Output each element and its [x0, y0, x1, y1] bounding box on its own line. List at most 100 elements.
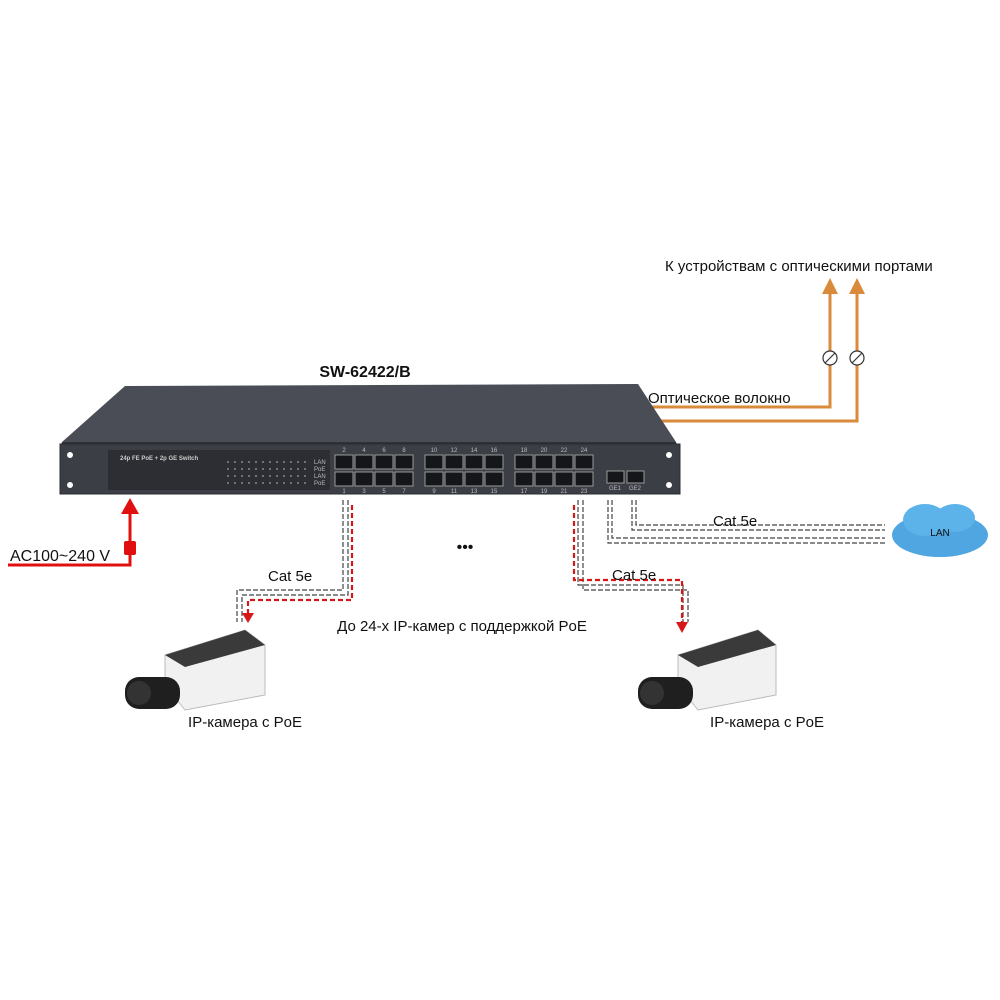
status-led [290, 475, 292, 477]
status-led [234, 482, 236, 484]
cable-lan-label: Cat 5e [713, 513, 757, 530]
rj45-port [464, 471, 484, 487]
power-plug-icon [124, 541, 136, 555]
rj45-port [484, 454, 504, 470]
power-line [8, 512, 132, 567]
status-led [255, 482, 257, 484]
rj45-port [394, 454, 414, 470]
status-led [297, 461, 299, 463]
status-led [304, 482, 306, 484]
status-led [227, 461, 229, 463]
port-number: 24 [581, 448, 588, 454]
rj45-port [444, 454, 464, 470]
port-number: 7 [402, 489, 406, 495]
status-led [304, 468, 306, 470]
uplink-port [606, 470, 625, 484]
status-led [255, 468, 257, 470]
lan-cloud-icon [892, 504, 988, 557]
port-number: 14 [471, 448, 478, 454]
rj45-port [554, 471, 574, 487]
led-label: LAN [314, 460, 326, 466]
status-led [241, 475, 243, 477]
status-led [276, 482, 278, 484]
port-number: 9 [432, 489, 436, 495]
port-number: 10 [431, 448, 438, 454]
arrow-up-icon [121, 498, 139, 514]
ellipsis: ••• [457, 539, 474, 556]
rj45-port [354, 454, 374, 470]
optical-target-label: К устройствам с оптическими портами [665, 258, 933, 275]
status-led [297, 468, 299, 470]
fiber-connector-icon [822, 350, 865, 366]
status-led [290, 461, 292, 463]
uplink-label: GE2 [629, 486, 642, 492]
rj45-port [334, 454, 354, 470]
status-led [262, 482, 264, 484]
rj45-port [424, 471, 444, 487]
status-led [262, 468, 264, 470]
led-label: PoE [314, 481, 325, 487]
status-led [290, 468, 292, 470]
status-led [276, 475, 278, 477]
port-number: 15 [491, 489, 498, 495]
status-led [269, 475, 271, 477]
status-led [269, 482, 271, 484]
camera-right-label: IP-камера с PoE [710, 714, 824, 731]
status-led [255, 461, 257, 463]
cameras-note: До 24-х IP-камер с поддержкой PoE [337, 618, 587, 635]
poe-power-lines [246, 505, 684, 622]
status-led [283, 468, 285, 470]
uplink-port [626, 470, 645, 484]
port-number: 16 [491, 448, 498, 454]
port-number: 20 [541, 448, 548, 454]
cable-right-label: Cat 5e [612, 567, 656, 584]
status-led [248, 475, 250, 477]
status-led [269, 468, 271, 470]
led-label: LAN [314, 474, 326, 480]
cat5e-cables [236, 500, 885, 622]
rj45-port [574, 471, 594, 487]
status-led [255, 475, 257, 477]
rj45-port [444, 471, 464, 487]
switch-model-title: SW-62422/B [319, 364, 410, 381]
power-label: AC100~240 V [10, 548, 110, 565]
port-number: 2 [342, 448, 346, 454]
status-led [248, 461, 250, 463]
status-led [227, 482, 229, 484]
status-led [262, 461, 264, 463]
status-led [248, 468, 250, 470]
status-led [241, 461, 243, 463]
rj45-port [574, 454, 594, 470]
rj45-port [374, 454, 394, 470]
status-led [234, 475, 236, 477]
status-led [304, 461, 306, 463]
status-led [227, 475, 229, 477]
rj45-port [554, 454, 574, 470]
port-number: 3 [362, 489, 366, 495]
port-number: 8 [402, 448, 406, 454]
status-led [283, 461, 285, 463]
arrow-up-icon [849, 278, 865, 294]
rj45-port [534, 454, 554, 470]
switch-front-label: 24p FE PoE + 2p GE Switch [120, 456, 199, 462]
rj45-port [424, 454, 444, 470]
lan-label: LAN [930, 528, 949, 539]
status-led [290, 482, 292, 484]
port-number: 23 [581, 489, 588, 495]
status-led [241, 468, 243, 470]
status-led [262, 475, 264, 477]
rj45-port [514, 454, 534, 470]
port-number: 19 [541, 489, 548, 495]
rj45-port [374, 471, 394, 487]
rj45-port [334, 471, 354, 487]
optical-fiber-lines [620, 292, 859, 423]
port-number: 6 [382, 448, 386, 454]
rj45-port [484, 471, 504, 487]
led-label: PoE [314, 467, 325, 473]
port-number: 13 [471, 489, 478, 495]
rj45-port [464, 454, 484, 470]
optical-fiber-label: Оптическое волокно [648, 390, 791, 407]
rj45-port [394, 471, 414, 487]
